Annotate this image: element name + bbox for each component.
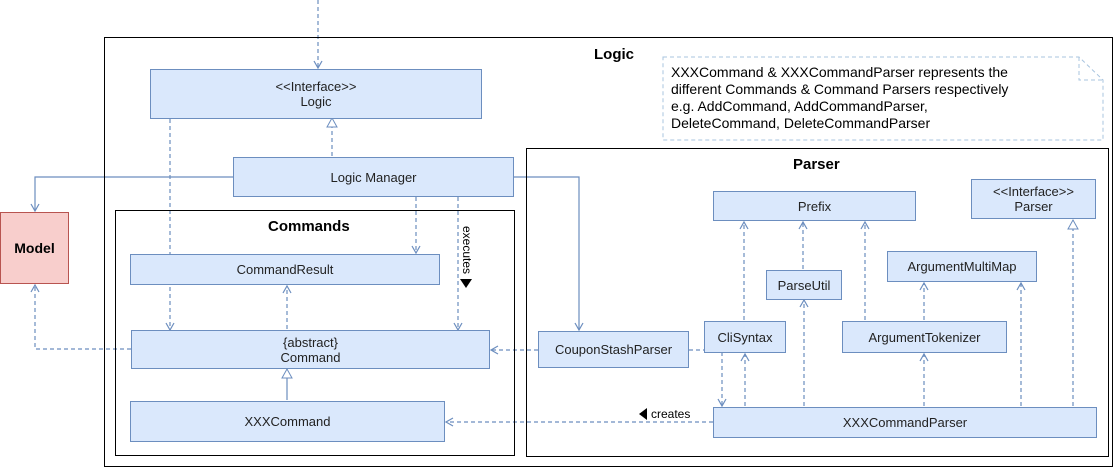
executes-direction-icon bbox=[460, 279, 472, 288]
command-stereotype: {abstract} bbox=[283, 334, 338, 350]
coupon-stash-parser-class[interactable]: CouponStashParser bbox=[538, 331, 689, 368]
note-line: DeleteCommand, DeleteCommandParser bbox=[671, 115, 931, 131]
creates-label: creates bbox=[651, 407, 691, 421]
note-line: e.g. AddCommand, AddCommandParser, bbox=[671, 98, 928, 114]
xxx-command-parser-label: XXXCommandParser bbox=[842, 415, 968, 430]
cli-syntax-label: CliSyntax bbox=[717, 329, 773, 345]
argument-multimap-class[interactable]: ArgumentMultiMap bbox=[887, 251, 1037, 282]
parse-util-class[interactable]: ParseUtil bbox=[766, 270, 842, 300]
edge-manager-to-model bbox=[30, 176, 233, 213]
prefix-label: Prefix bbox=[797, 198, 832, 214]
parse-util-label: ParseUtil bbox=[777, 277, 831, 293]
model-label: Model bbox=[14, 240, 55, 256]
parser-frame bbox=[526, 148, 1109, 457]
logic-name: Logic bbox=[300, 94, 332, 109]
xxx-command-parser-class[interactable]: XXXCommandParser bbox=[713, 407, 1097, 438]
command-name: Command bbox=[280, 349, 341, 365]
command-class[interactable]: {abstract} Command bbox=[131, 330, 490, 369]
executes-label: executes bbox=[460, 226, 474, 275]
logic-manager-label: Logic Manager bbox=[330, 169, 417, 185]
parser-frame-title: Parser bbox=[793, 156, 840, 173]
edge-couponstashparser-to-xxxcommandparser bbox=[689, 349, 727, 408]
cli-syntax-class[interactable]: CliSyntax bbox=[704, 321, 786, 353]
note-shape bbox=[662, 56, 1104, 141]
logic-manager-class[interactable]: Logic Manager bbox=[233, 157, 514, 197]
command-result-class[interactable]: CommandResult bbox=[130, 254, 440, 285]
edge-command-to-model bbox=[30, 283, 131, 350]
note-line: different Commands & Command Parsers res… bbox=[671, 81, 1009, 97]
coupon-stash-parser-label: CouponStashParser bbox=[554, 342, 673, 357]
command-result-label: CommandResult bbox=[236, 262, 334, 277]
argument-tokenizer-class[interactable]: ArgumentTokenizer bbox=[842, 321, 1007, 353]
xxx-command-label: XXXCommand bbox=[244, 414, 331, 429]
xxx-command-class[interactable]: XXXCommand bbox=[130, 401, 445, 442]
creates-direction-icon bbox=[639, 408, 647, 420]
logic-frame bbox=[104, 37, 1113, 467]
commands-frame bbox=[115, 210, 515, 456]
parser-interface-class[interactable]: <<Interface>> Parser bbox=[971, 179, 1096, 219]
explanation-note: XXXCommand & XXXCommandParser represents… bbox=[663, 60, 1103, 140]
logic-frame-title: Logic bbox=[594, 46, 634, 63]
parser-name: Parser bbox=[1014, 199, 1053, 214]
commands-frame-title: Commands bbox=[268, 218, 350, 235]
model-class[interactable]: Model bbox=[0, 212, 69, 284]
prefix-class[interactable]: Prefix bbox=[713, 191, 916, 221]
edge-manager-to-couponstashparser bbox=[514, 176, 584, 332]
parser-stereotype: <<Interface>> bbox=[993, 184, 1074, 199]
argument-tokenizer-label: ArgumentTokenizer bbox=[868, 329, 981, 345]
note-line: XXXCommand & XXXCommandParser represents… bbox=[671, 64, 1008, 80]
logic-stereotype: <<Interface>> bbox=[275, 79, 357, 94]
logic-interface-class[interactable]: <<Interface>> Logic bbox=[150, 69, 482, 119]
argument-multimap-label: ArgumentMultiMap bbox=[907, 259, 1017, 274]
